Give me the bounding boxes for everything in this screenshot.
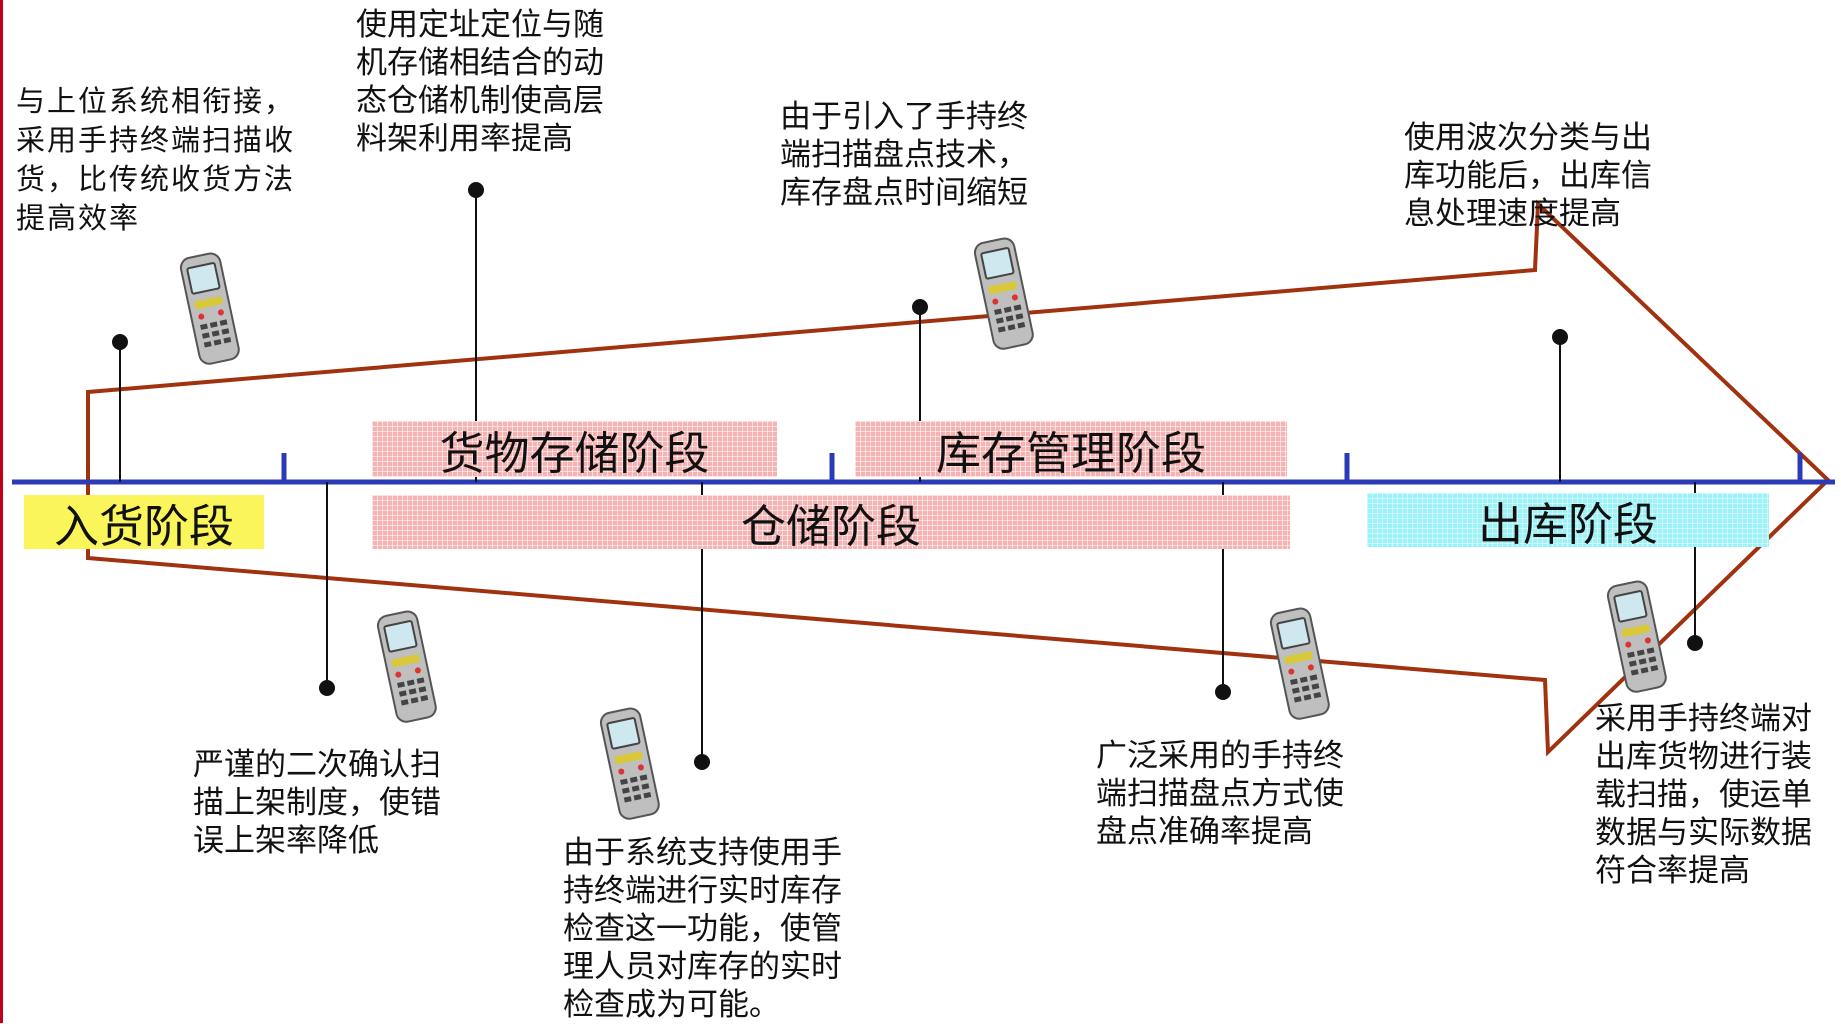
stage-outbound-label: 出库阶段 bbox=[1477, 497, 1658, 551]
leader-dot bbox=[112, 334, 128, 350]
note-count-bottom: 广泛采用的手持终 端扫描盘点方式使 盘点准确率提高 bbox=[1096, 738, 1344, 850]
leader-dot bbox=[1215, 684, 1231, 700]
leader-dot bbox=[468, 182, 484, 198]
note-storage-top: 使用定址定位与随 机存储相结合的动 态仓储机制使高层 料架利用率提高 bbox=[356, 7, 604, 157]
leader-dot bbox=[694, 754, 710, 770]
handheld-scanner-icon bbox=[1606, 580, 1667, 693]
process-arrow-outline bbox=[86, 199, 1831, 757]
stage-storage: 货物存储阶段 bbox=[372, 421, 777, 480]
leader-dots-bottom bbox=[319, 635, 1703, 770]
stage-inventory: 库存管理阶段 bbox=[855, 421, 1287, 480]
handheld-scanner-icon bbox=[376, 610, 437, 723]
leader-dots-top bbox=[112, 182, 1568, 350]
note-loading-bottom: 采用手持终端对 出库货物进行装 载扫描，使运单 数据与实际数据 符合率提高 bbox=[1595, 701, 1812, 889]
handheld-scanner-icon bbox=[599, 707, 660, 820]
handheld-scanner-icon bbox=[179, 252, 240, 365]
timeline-ticks bbox=[281, 453, 1803, 482]
handheld-scanner-icon bbox=[1269, 607, 1330, 720]
note-outbound-top: 使用波次分类与出 库功能后，出库信 息处理速度提高 bbox=[1404, 120, 1652, 232]
note-putaway-bottom: 严谨的二次确认扫 描上架制度，使错 误上架率降低 bbox=[193, 747, 441, 859]
leader-dot bbox=[1687, 635, 1703, 651]
leader-dot bbox=[912, 299, 928, 315]
note-realtime-bottom: 由于系统支持使用手 持终端进行实时库存 检查这一功能，使管 理人员对库存的实时 … bbox=[563, 835, 842, 1023]
stage-storage-label: 货物存储阶段 bbox=[439, 426, 710, 480]
stage-outbound: 出库阶段 bbox=[1367, 493, 1769, 551]
stage-inbound: 入货阶段 bbox=[24, 495, 264, 553]
left-border-rule bbox=[0, 0, 3, 1023]
stage-warehousing: 仓储阶段 bbox=[372, 495, 1290, 553]
note-inbound-top: 与上位系统相衔接， 采用手持终端扫描收 货，比传统收货方法 提高效率 bbox=[16, 84, 296, 235]
leader-lines-top bbox=[119, 190, 1561, 482]
stage-inbound-label: 入货阶段 bbox=[53, 499, 234, 553]
note-inventory-top: 由于引入了手持终 端扫描盘点技术， 库存盘点时间缩短 bbox=[780, 99, 1028, 211]
handheld-scanner-icon bbox=[973, 237, 1034, 350]
leader-dot bbox=[319, 680, 335, 696]
stage-warehousing-label: 仓储阶段 bbox=[740, 499, 921, 553]
stage-inventory-label: 库存管理阶段 bbox=[935, 426, 1206, 480]
leader-dot bbox=[1552, 329, 1568, 345]
